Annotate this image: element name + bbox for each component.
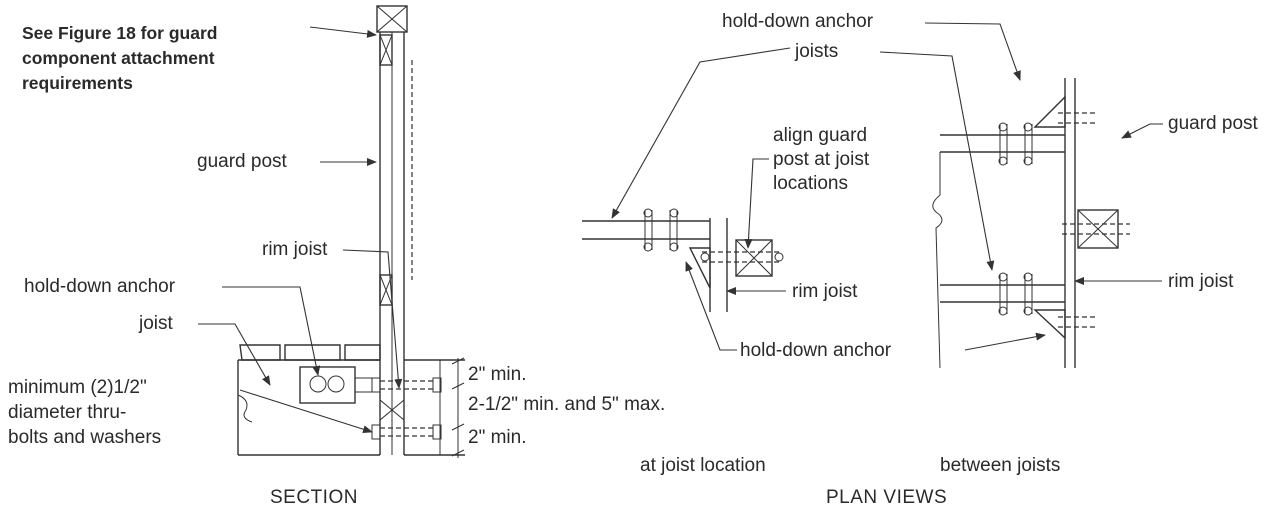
rim-joist-label-plan-right: rim joist <box>1168 271 1234 292</box>
thru-bolts-label-line1: minimum (2)1/2" <box>8 377 147 398</box>
hold-down-anchor-label-section: hold-down anchor <box>24 276 176 297</box>
hold-down-anchor-section <box>299 366 380 404</box>
align-guard-post-label-line3: locations <box>773 173 848 194</box>
section-view <box>198 5 465 458</box>
rim-joist-section <box>404 359 465 456</box>
joist-section <box>237 359 380 456</box>
figure-reference-note-line1: See Figure 18 for guard <box>22 23 218 43</box>
dimension-marks <box>451 357 465 458</box>
thru-bolts-label-line2: diameter thru- <box>8 402 127 423</box>
sub-label-between-joists: between joists <box>940 455 1061 476</box>
joists-label-plan: joists <box>795 41 839 62</box>
dimension-middle-label: 2-1/2" min. and 5" max. <box>468 394 666 415</box>
thru-bolts-section <box>371 377 442 440</box>
figure-reference-note-line3: requirements <box>22 73 133 93</box>
sub-label-at-joist-location: at joist location <box>640 455 766 476</box>
rim-joist-label-section: rim joist <box>262 239 328 260</box>
plan-at-joist <box>582 208 784 312</box>
thru-bolts-label-line3: bolts and washers <box>8 427 162 448</box>
align-guard-post-label-line2: post at joist <box>773 149 870 170</box>
deck-boards <box>239 344 381 361</box>
rim-joist-label-plan-left: rim joist <box>792 281 858 302</box>
hold-down-anchor-label-plan-top: hold-down anchor <box>722 11 874 32</box>
guard-post-label-plan: guard post <box>1168 113 1258 134</box>
plan-views-caption: PLAN VIEWS <box>826 487 948 508</box>
section-caption: SECTION <box>270 487 358 508</box>
guard-post-section <box>379 32 413 455</box>
guard-post-label-section: guard post <box>197 151 287 172</box>
figure-reference-note-line2: component attachment <box>22 48 215 68</box>
plan-between-joists <box>932 78 1130 369</box>
dimension-bottom-label: 2" min. <box>468 427 527 448</box>
hold-down-anchor-label-plan-bottom: hold-down anchor <box>740 340 892 361</box>
joist-label-section: joist <box>139 313 173 334</box>
dimension-top-label: 2" min. <box>468 364 527 385</box>
align-guard-post-label-line1: align guard <box>773 125 868 146</box>
